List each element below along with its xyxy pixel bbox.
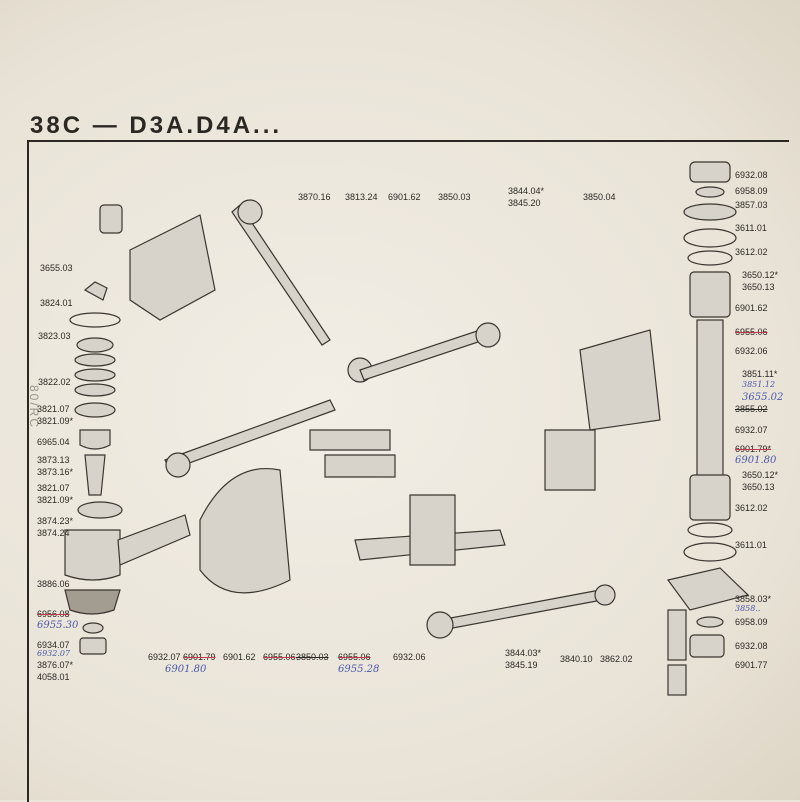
idler-housing	[544, 429, 596, 491]
part-label: 3821.09*	[37, 495, 74, 505]
part-label: 3611.01	[735, 223, 767, 233]
part-label: 3850.04	[583, 192, 616, 202]
part-label: 3844.03*	[505, 648, 542, 658]
part-label-struck: 6901.79*	[735, 444, 772, 454]
part-label: 3845.19	[505, 660, 538, 670]
handwritten-note: 6932.07	[37, 649, 71, 658]
part-label: 6901.62	[223, 652, 256, 662]
handwritten-note: 6901.80	[735, 455, 777, 466]
part-label-struck: 6901.79	[183, 652, 216, 662]
part-label: 6932.08	[735, 170, 768, 180]
part-label: 3851.11*	[742, 369, 778, 379]
part-label: 6901.77	[735, 660, 768, 670]
part-label-struck: 3855.02	[735, 404, 768, 414]
part-label: 6932.08	[735, 641, 768, 651]
diagram-frame	[27, 140, 789, 802]
part-label: 3858.03*	[735, 594, 772, 604]
handwritten-note: 3858..	[735, 604, 761, 613]
page-title: 38C — D3A.D4A...	[30, 112, 283, 139]
part-label-struck: 6956.08	[37, 609, 70, 619]
part-label: 3650.13	[742, 282, 775, 292]
part-label-struck: 3850.03	[296, 652, 329, 662]
part-label: 3870.16	[298, 192, 331, 202]
part-label: 3822.02	[38, 377, 71, 387]
circlip	[69, 312, 121, 328]
handwritten-note: 3655.02	[742, 392, 784, 403]
part-label: 3857.03	[735, 200, 768, 210]
boot	[64, 589, 121, 615]
part-label: 3650.12*	[742, 270, 779, 280]
part-label: 3824.01	[40, 298, 73, 308]
part-label: 3823.03	[38, 331, 71, 341]
part-label: 3886.06	[37, 579, 70, 589]
part-label: 3650.13	[742, 482, 775, 492]
part-label: 6932.07	[148, 652, 181, 662]
part-label: 6932.06	[735, 346, 768, 356]
grease-nipple	[83, 281, 108, 301]
part-label: 3876.07*	[37, 660, 74, 670]
part-label: 3850.03	[438, 192, 471, 202]
part-label: 3840.10	[560, 654, 593, 664]
part-label: 3845.20	[508, 198, 541, 208]
part-label: 3821.09*	[37, 416, 74, 426]
filler-cap	[99, 204, 123, 234]
part-label: 3612.02	[735, 247, 768, 257]
part-label: 6901.62	[735, 303, 768, 313]
part-label: 3821.07	[37, 483, 70, 493]
part-label: 3655.03	[40, 263, 73, 273]
part-label: 3821.07	[37, 404, 70, 414]
part-label: 6958.09	[735, 186, 768, 196]
part-label: 6958.09	[735, 617, 768, 627]
part-label: 4058.01	[37, 672, 70, 682]
part-label-struck: 6955.06	[263, 652, 296, 662]
part-label: 3612.02	[735, 503, 768, 513]
part-label-struck: 6955.06	[338, 652, 371, 662]
part-label: 6932.07	[735, 425, 768, 435]
part-label: 6965.04	[37, 437, 70, 447]
handwritten-note: 6955.28	[338, 664, 380, 675]
steering-box	[129, 214, 216, 321]
handwritten-note: 6901.80	[165, 664, 207, 675]
part-label: 3874.23*	[37, 516, 74, 526]
part-label: 3650.12*	[742, 470, 779, 480]
part-label: 3874.24	[37, 528, 70, 538]
part-label: 3862.02	[600, 654, 633, 664]
part-label: 6934.07	[37, 640, 70, 650]
part-label: 3873.13	[37, 455, 70, 465]
handwritten-note: 3851.12	[742, 380, 776, 389]
part-label: 3873.16*	[37, 467, 74, 477]
part-label: 3844.04*	[508, 186, 545, 196]
part-label: 6901.62	[388, 192, 421, 202]
part-label: 3611.01	[735, 540, 767, 550]
handwritten-note: 6955.30	[37, 620, 79, 631]
part-label: 6932.06	[393, 652, 426, 662]
part-label: 3813.24	[345, 192, 378, 202]
ball-socket	[64, 529, 121, 581]
part-label-struck: 6955.06	[735, 327, 768, 337]
